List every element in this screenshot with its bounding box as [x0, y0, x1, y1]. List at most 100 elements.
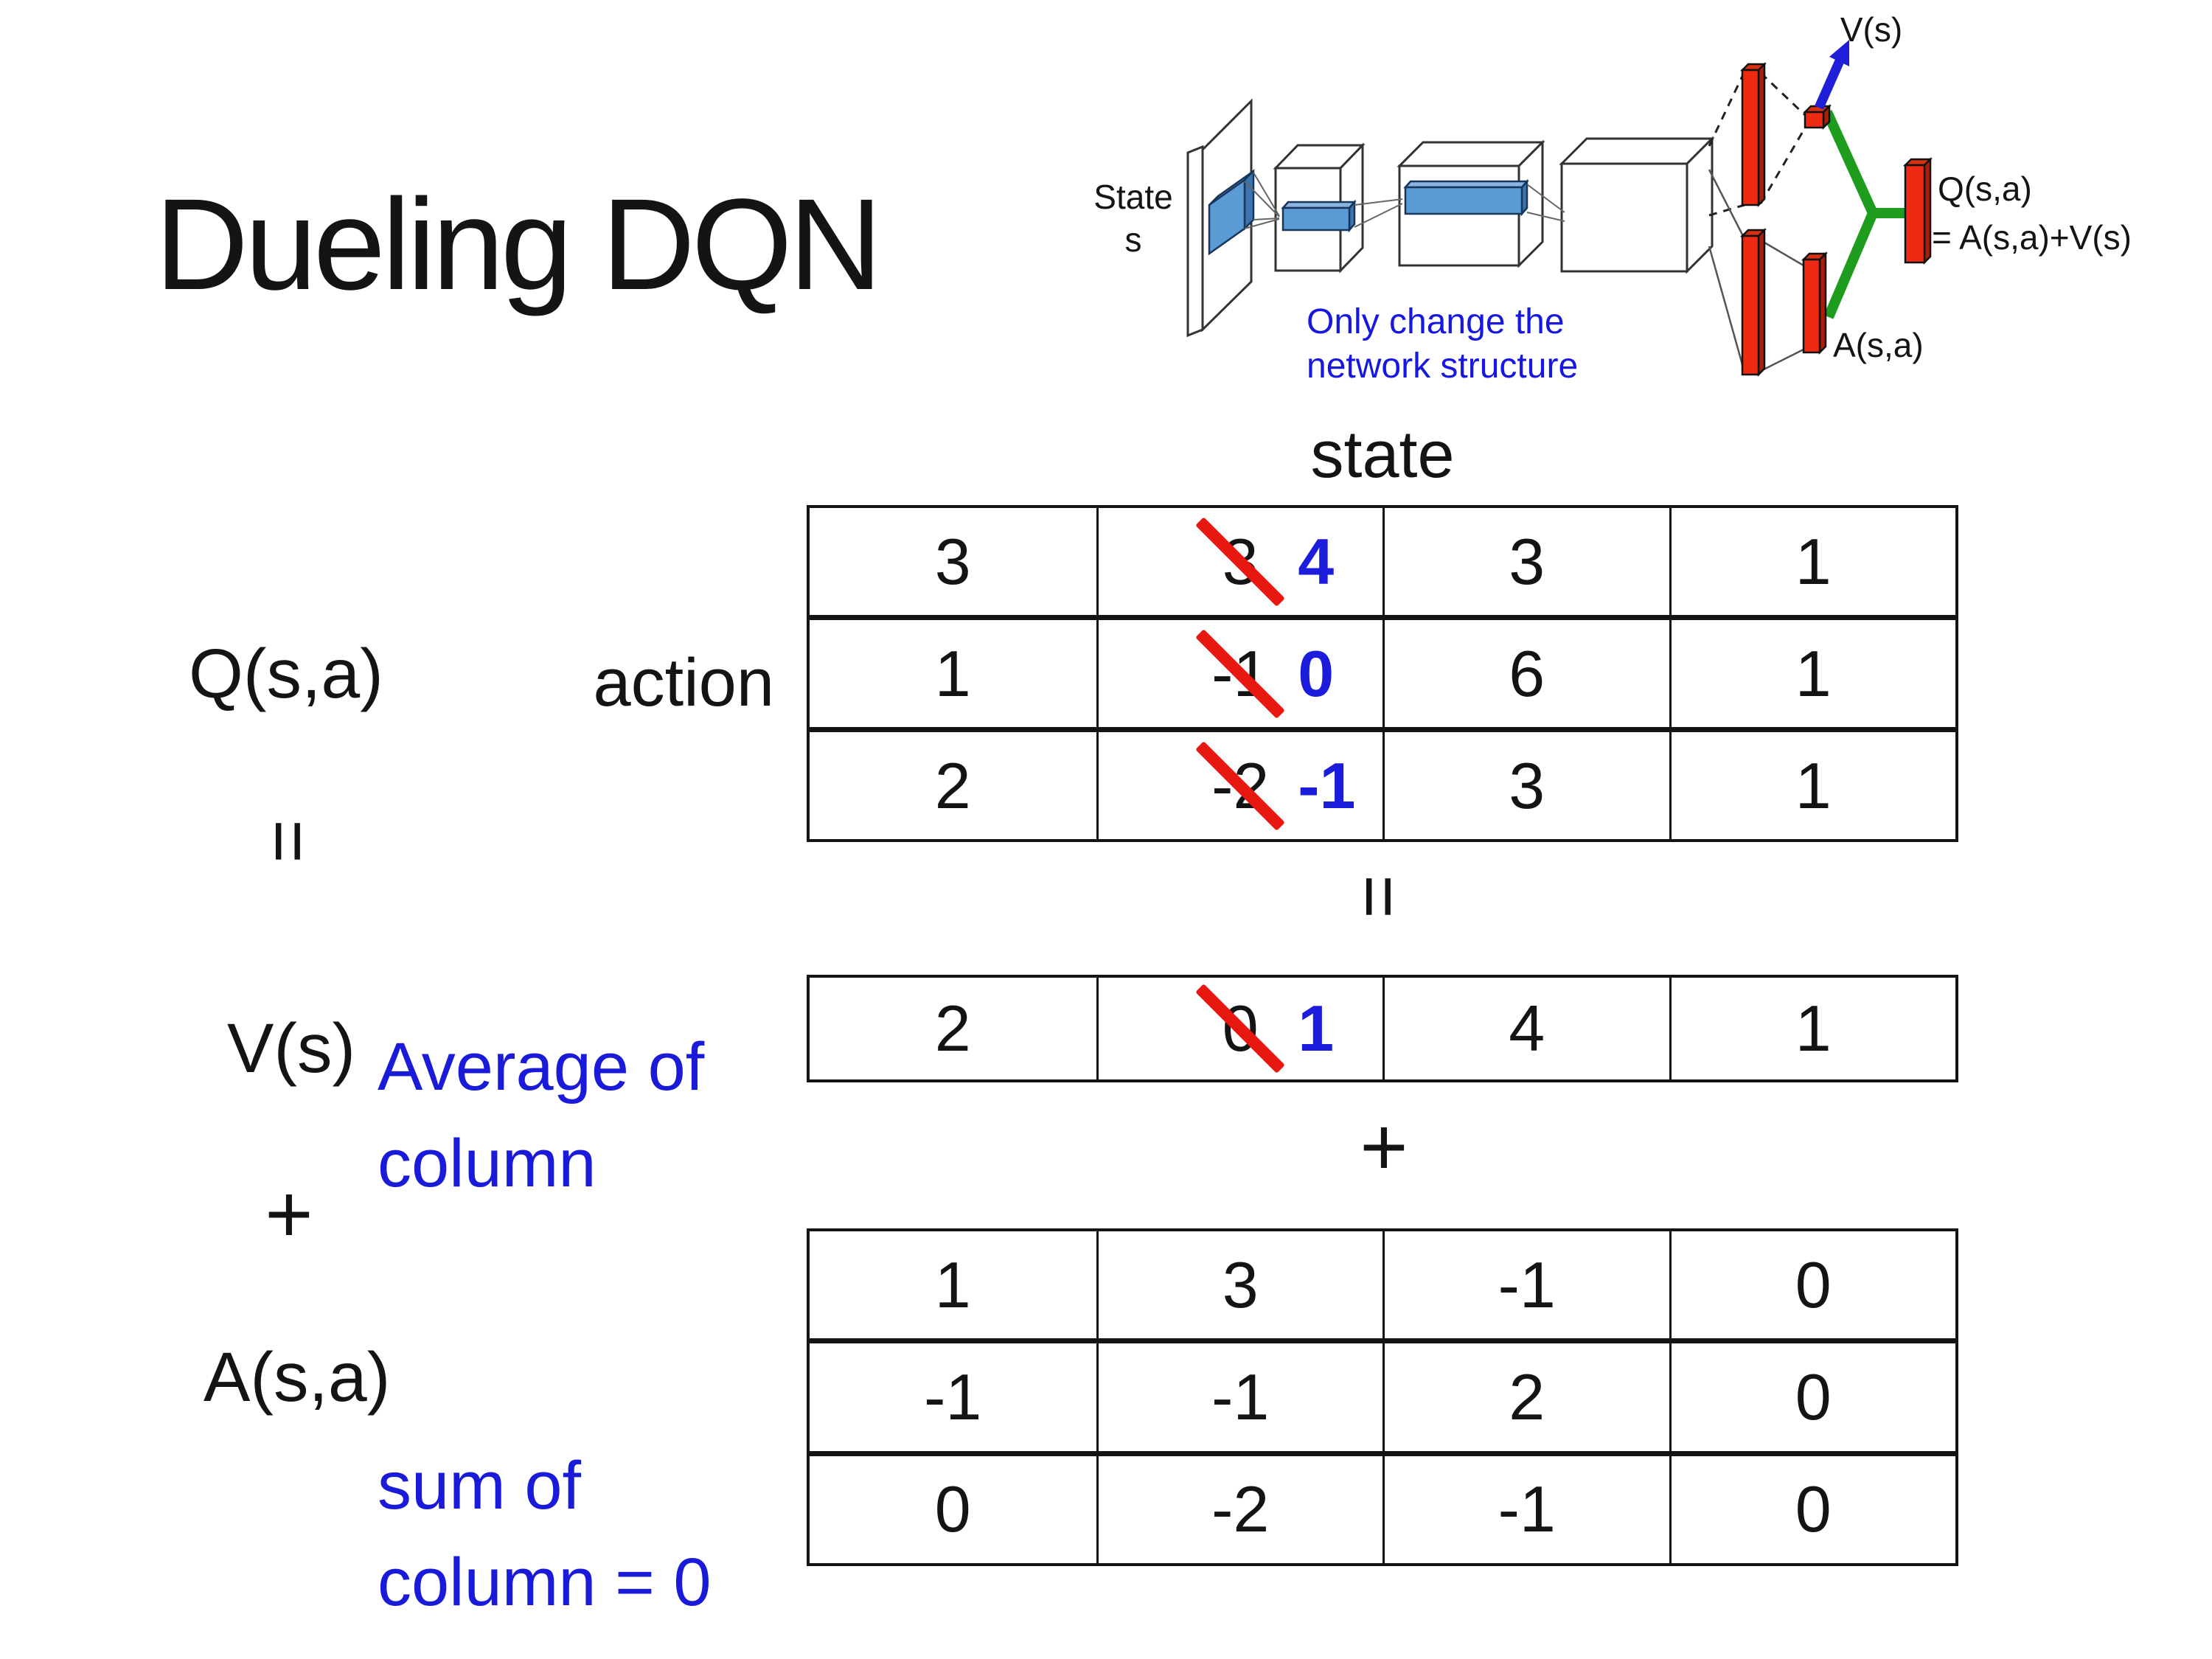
conv-filter-icon [1208, 168, 1255, 256]
table-cell: 34 [1096, 508, 1383, 615]
table-cell: 01 [1096, 978, 1383, 1079]
action-axis-label: action [593, 645, 775, 720]
cell-value: 1 [1795, 636, 1832, 710]
table-cell: -1 [810, 1343, 1096, 1450]
table-cell: 3 [1382, 732, 1669, 839]
corrected-value: 4 [1298, 524, 1335, 598]
diagram-state-sub-label: s [1125, 220, 1142, 259]
feature-map-bar-2 [1403, 178, 1529, 217]
fc-layer-bar-advantage [1739, 227, 1767, 378]
q-output-bar [1902, 156, 1933, 265]
table-row: 2 01 4 1 [810, 978, 1955, 1079]
diagram-q-label-line2: = A(s,a)+V(s) [1932, 218, 2132, 257]
table-cell: -2 [1096, 1455, 1383, 1563]
cell-value: -1 [1498, 1472, 1556, 1546]
table-cell: 1 [1669, 620, 1956, 727]
table-cell: 0 [1669, 1455, 1956, 1563]
sum-of-column-note: sum of column = 0 [378, 1438, 712, 1630]
cell-value: 0 [934, 1472, 971, 1546]
equals-symbol-middle: = [1338, 874, 1422, 919]
projection-lines-1 [1244, 172, 1280, 229]
table-row: 1 -10 6 1 [810, 615, 1955, 727]
corrected-value: 0 [1298, 636, 1335, 710]
cell-value: 6 [1509, 636, 1545, 710]
cell-value: 2 [934, 748, 971, 822]
cell-value: 2 [934, 992, 971, 1065]
crossed-out-value: -2 [1195, 740, 1286, 831]
plus-symbol-middle: + [1360, 1101, 1408, 1193]
diagram-value-label: V(s) [1840, 10, 1902, 49]
corrected-value: -1 [1298, 748, 1356, 822]
advantage-stream-connectors [1708, 169, 1804, 373]
cell-value: -2 [1211, 1472, 1270, 1546]
plus-symbol-left: + [265, 1168, 313, 1260]
table-cell: -1 [1382, 1455, 1669, 1563]
advantage-vector-node [1801, 251, 1829, 355]
diagram-annotation-line2: network structure [1307, 347, 1578, 386]
cell-value: 2 [1509, 1360, 1545, 1433]
cell-value: 1 [1795, 524, 1832, 598]
table-cell: 1 [810, 1231, 1096, 1338]
value-stream-connectors [1708, 71, 1808, 217]
sum-note-line2: column = 0 [378, 1544, 712, 1620]
table-cell: -1 [1382, 1231, 1669, 1339]
conv-box-3 [1559, 136, 1715, 274]
equals-symbol-left: = [247, 819, 331, 863]
feature-map-bar-1 [1281, 199, 1357, 233]
diagram-state-label: State [1093, 178, 1172, 216]
table-cell: 1 [1669, 508, 1956, 615]
cell-value: 4 [1509, 992, 1545, 1065]
crossed-out-value: -1 [1195, 628, 1286, 719]
table-cell: 2 [810, 978, 1096, 1079]
diagram-q-label-line1: Q(s,a) [1938, 170, 2032, 208]
cell-value: 1 [934, 636, 971, 710]
projection-lines-3 [1526, 184, 1565, 222]
crossed-out-value: 0 [1195, 984, 1286, 1074]
cell-value: 3 [934, 524, 971, 598]
table-cell: 4 [1382, 978, 1669, 1079]
value-scalar-node [1802, 103, 1832, 131]
table-row: 33431 [810, 508, 1955, 615]
cell-value: 3 [1222, 1248, 1259, 1321]
diagram-annotation-line1: Only change the [1307, 302, 1565, 341]
a-matrix-label: A(s,a) [204, 1338, 391, 1416]
cell-value: 0 [1795, 1472, 1832, 1546]
table-cell: 2 [810, 732, 1096, 839]
table-cell: 3 [1382, 508, 1669, 615]
table-cell: 0 [810, 1456, 1096, 1563]
merge-junction [1822, 110, 1907, 319]
cell-value: 1 [934, 1248, 971, 1321]
cell-value: 0 [1795, 1360, 1832, 1433]
q-matrix-label: Q(s,a) [189, 635, 383, 713]
table-cell: -1 [1096, 1343, 1383, 1451]
table-cell: -2-1 [1096, 732, 1383, 839]
table-cell: 1 [1669, 732, 1956, 839]
sum-note-line1: sum of [378, 1448, 582, 1523]
v-row-label: V(s) [227, 1009, 356, 1088]
average-note-line1: Average of [378, 1029, 705, 1105]
table-cell: 3 [1096, 1231, 1383, 1339]
fc-layer-bar-value [1739, 61, 1767, 208]
cell-value: 1 [1795, 748, 1832, 822]
table-row: 2 -2-1 3 1 [810, 727, 1955, 839]
average-of-column-note: Average of column [378, 1019, 704, 1211]
table-cell: 0 [1669, 1343, 1956, 1451]
table-row: -1 -1 2 0 [810, 1338, 1956, 1451]
cell-value: 3 [1509, 748, 1545, 822]
table-row: 0 -2 -1 0 [810, 1450, 1956, 1563]
crossed-out-value: 3 [1195, 516, 1286, 607]
state-value-table: 2 01 4 1 [807, 975, 1958, 1082]
state-axis-label: state [1310, 418, 1455, 492]
average-note-line2: column [378, 1125, 597, 1201]
cell-value: -1 [1211, 1360, 1270, 1433]
table-cell: 2 [1382, 1343, 1669, 1451]
diagram-advantage-label: A(s,a) [1833, 326, 1924, 364]
table-cell: 3 [810, 508, 1096, 615]
cell-value: 1 [1795, 992, 1832, 1065]
table-cell: 6 [1382, 620, 1669, 727]
slide-title: Dueling DQN [155, 173, 883, 317]
